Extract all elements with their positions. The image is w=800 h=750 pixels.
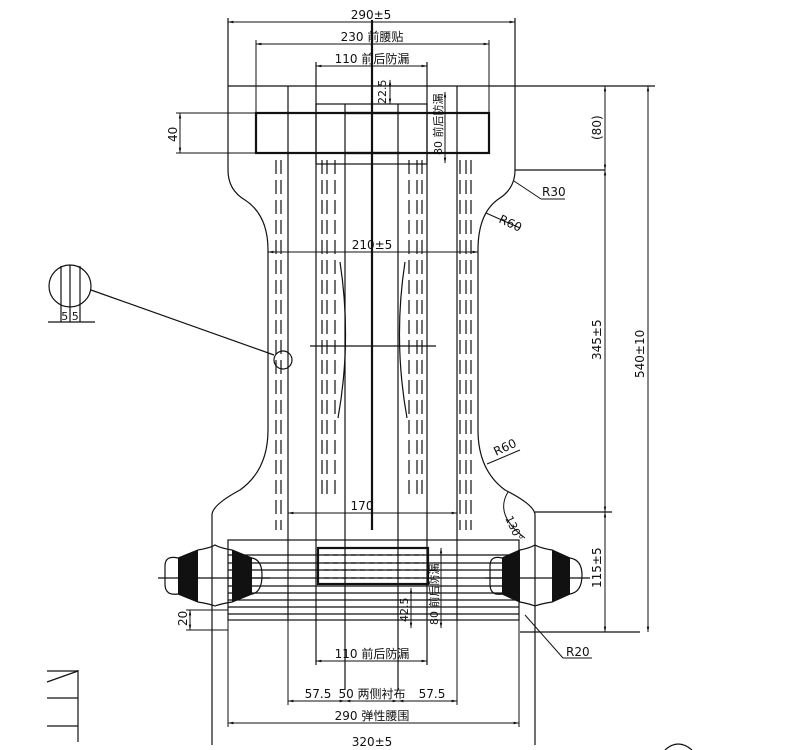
radius-leaders <box>485 180 592 659</box>
dim-total-length: 540±10 <box>633 330 647 378</box>
dim-side-left: 57.5 <box>305 687 332 701</box>
left-side-tab <box>158 544 270 607</box>
dim-side-center: 50 两侧衬布 <box>338 687 405 701</box>
dim-top-leak-guard-height: 80 前后防漏 <box>431 94 445 156</box>
dim-front-ear-height: (80) <box>590 115 604 140</box>
dim-core-length: 345±5 <box>590 319 604 360</box>
dim-elastic-waist: 290 弹性腰围 <box>335 709 410 723</box>
dim-detail-spacing: 5 5 <box>61 310 79 323</box>
dim-inner-width: 170 <box>351 499 374 513</box>
back-elastic-waist <box>227 539 520 621</box>
horizontal-dimensions <box>227 20 520 727</box>
dim-front-waist-tape: 230 前腰贴 <box>341 29 404 44</box>
dim-core-width: 210±5 <box>352 238 393 252</box>
dim-side-right: 57.5 <box>419 687 446 701</box>
dim-top-leak-guard: 110 前后防漏 <box>335 51 410 66</box>
dim-radius-upper-inner: R60 <box>497 212 524 235</box>
corner-fragment <box>46 670 693 750</box>
dim-top-total-width: 290±5 <box>351 8 392 22</box>
dim-bottom-leak-guard-height: 80 前后防漏 <box>427 564 441 626</box>
dim-front-tape-height: 40 <box>166 127 180 142</box>
dim-back-leak-offset: 42.5 <box>398 598 411 623</box>
dim-back-ear-height: 115±5 <box>590 547 604 588</box>
dim-radius-back: R20 <box>566 645 590 659</box>
dimension-labels: 290±5 230 前腰贴 110 前后防漏 22.5 80 前后防漏 40 (… <box>61 8 647 749</box>
dim-angle: 130° <box>502 514 525 544</box>
dim-bottom-total-width: 320±5 <box>352 735 393 749</box>
dim-bottom-leak-guard: 110 前后防漏 <box>335 646 410 661</box>
dim-tab-offset: 20 <box>176 611 190 626</box>
dim-radius-upper-outer: R30 <box>542 185 566 199</box>
right-side-tab <box>485 544 590 607</box>
dim-top-small-offset: 22.5 <box>376 80 389 105</box>
detail-callout <box>48 264 293 370</box>
vertical-dimensions <box>176 79 650 633</box>
dim-radius-lower: R60 <box>491 436 518 459</box>
